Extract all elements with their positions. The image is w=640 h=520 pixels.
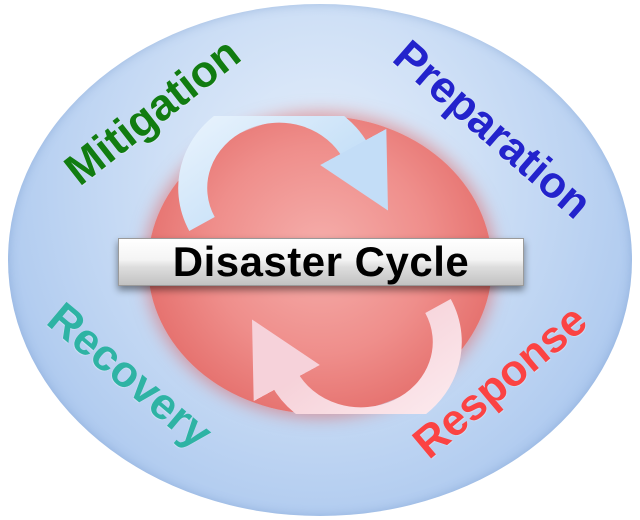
diagram-title: Disaster Cycle (172, 238, 470, 285)
cycle-arrows (178, 116, 462, 414)
title-banner: Disaster Cycle (118, 238, 524, 286)
cycle-arrow-top-icon (178, 116, 389, 231)
cycle-arrow-bottom-icon (251, 299, 462, 414)
